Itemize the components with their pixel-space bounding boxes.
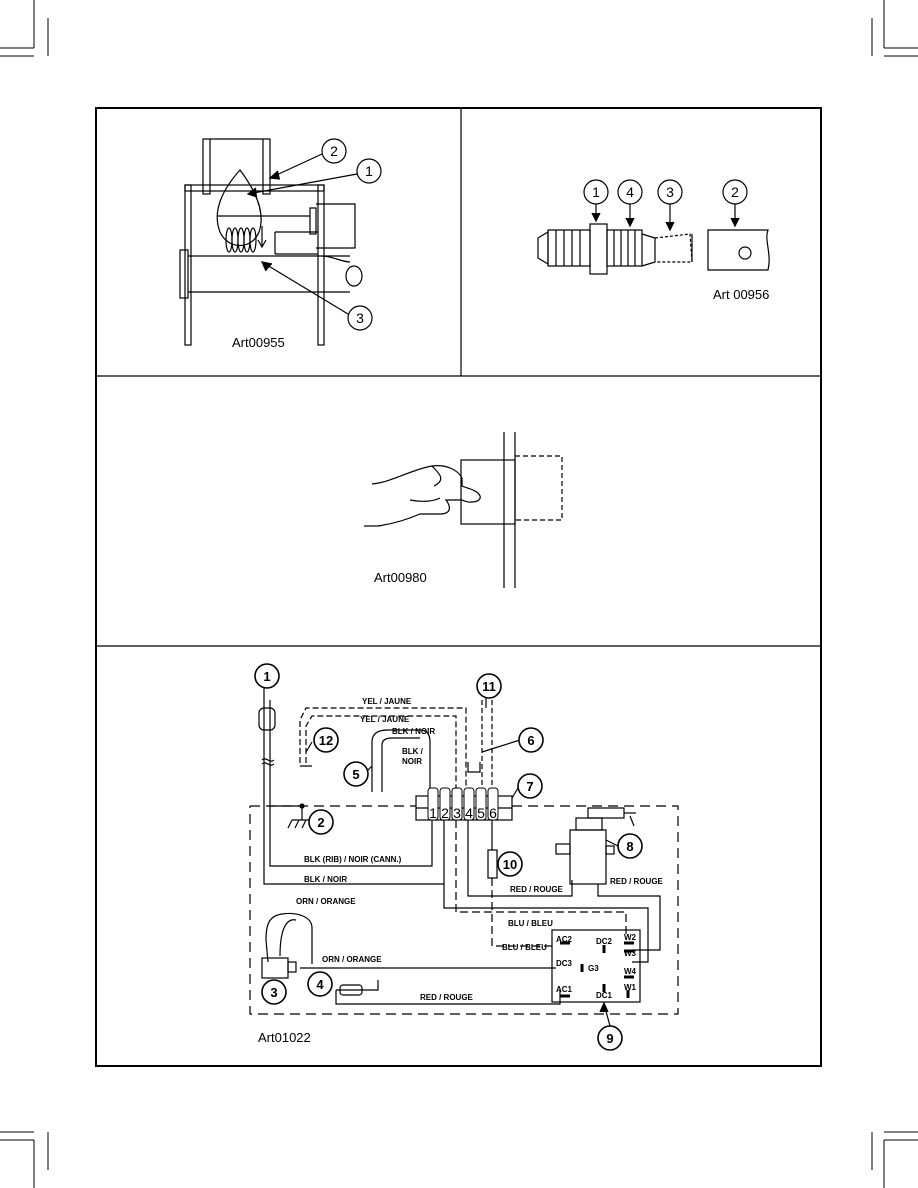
burner-drawing — [179, 138, 363, 346]
burner-callout-labels: 2 1 3 — [330, 143, 373, 326]
art-number: Art00980 — [374, 570, 427, 585]
callout-9: 9 — [606, 1031, 613, 1046]
callout-4: 4 — [316, 977, 324, 992]
terminal-block — [427, 787, 499, 821]
wire-label-blu: BLU / BLEU — [502, 943, 547, 952]
terminal-w3: W3 — [624, 949, 637, 958]
wire-label-blk-rib: BLK (RIB) / NOIR (CANN.) — [304, 855, 402, 864]
terminal-4: 4 — [465, 805, 473, 821]
wire-label-yel: YEL / JAUNE — [362, 697, 412, 706]
art-number: Art00955 — [232, 335, 285, 350]
thermocouple-callouts — [583, 179, 748, 232]
wire-label-orn: ORN / ORANGE — [296, 897, 356, 906]
callout-11: 11 — [482, 679, 496, 694]
callout-1: 1 — [263, 669, 270, 684]
wire-label-orn: ORN / ORANGE — [322, 955, 382, 964]
module-terminal-labels: AC2 DC2 W2 W3 DC3 G3 W4 AC1 DC1 W1 — [556, 933, 637, 1000]
wire-label-red: RED / ROUGE — [510, 885, 564, 894]
callout-8: 8 — [626, 839, 633, 854]
callout-3: 3 — [270, 985, 277, 1000]
wire-label-blk: BLK / — [402, 747, 424, 756]
terminal-dc1: DC1 — [596, 991, 613, 1000]
terminal-ac1: AC1 — [556, 985, 573, 994]
terminal-g3: G3 — [588, 964, 599, 973]
callout-12: 12 — [319, 733, 333, 748]
wire-label-blk: BLK / NOIR — [392, 727, 435, 736]
callout-5: 5 — [352, 767, 359, 782]
terminal-dc3: DC3 — [556, 959, 573, 968]
art-number: Art 00956 — [713, 287, 769, 302]
figure-frame — [95, 107, 822, 1067]
wire-label-blu: BLU / BLEU — [508, 919, 553, 928]
terminal-2: 2 — [441, 805, 449, 821]
terminal-5: 5 — [477, 805, 485, 821]
burner-callouts — [246, 138, 382, 331]
terminal-w4: W4 — [624, 967, 637, 976]
wire-label-red: RED / ROUGE — [420, 993, 474, 1002]
callout-4: 4 — [626, 184, 634, 200]
callout-2: 2 — [330, 143, 338, 159]
terminal-6: 6 — [489, 805, 497, 821]
terminal-ac2: AC2 — [556, 935, 573, 944]
callout-2: 2 — [731, 184, 739, 200]
thermocouple-drawing — [537, 223, 770, 275]
callout-2: 2 — [317, 815, 324, 830]
callout-6: 6 — [527, 733, 534, 748]
wiring-lines — [249, 688, 679, 1027]
callout-1: 1 — [592, 184, 600, 200]
terminal-labels: 1 2 3 4 5 6 — [429, 805, 497, 821]
terminal-dc2: DC2 — [596, 937, 613, 946]
thermocouple-callout-labels: 1 4 3 2 — [592, 184, 739, 200]
art-number: Art01022 — [258, 1030, 311, 1045]
terminal-w1: W1 — [624, 983, 637, 992]
wire-label-yel: YEL / JAUNE — [360, 715, 410, 724]
wiring-callout-labels: 1 2 3 4 5 6 7 8 9 10 11 12 — [263, 669, 633, 1046]
wiring-callout-circles — [254, 663, 643, 1051]
terminal-1: 1 — [429, 805, 437, 821]
callout-10: 10 — [503, 857, 517, 872]
callout-3: 3 — [356, 310, 364, 326]
wire-label-blk: BLK / NOIR — [304, 875, 347, 884]
callout-1: 1 — [365, 163, 373, 179]
callout-3: 3 — [666, 184, 674, 200]
wire-label-blk: NOIR — [402, 757, 422, 766]
terminal-w2: W2 — [624, 933, 637, 942]
pilot-button-drawing — [364, 432, 563, 588]
wire-labels: YEL / JAUNE YEL / JAUNE BLK / NOIR BLK /… — [296, 697, 664, 1002]
terminal-3: 3 — [453, 805, 461, 821]
callout-7: 7 — [526, 779, 533, 794]
wire-label-red: RED / ROUGE — [610, 877, 664, 886]
